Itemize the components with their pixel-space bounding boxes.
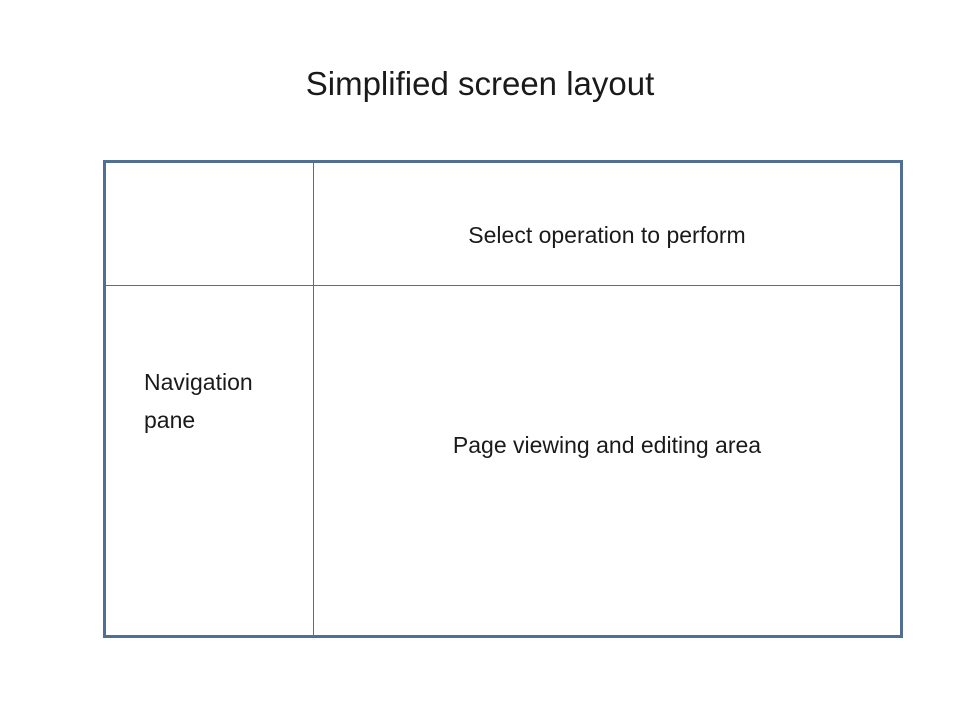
screen-layout-frame: Select operation to perform Navigation p… xyxy=(103,160,903,638)
horizontal-divider xyxy=(106,285,900,286)
editing-area-label: Page viewing and editing area xyxy=(452,432,762,458)
vertical-divider xyxy=(313,163,314,635)
diagram-title: Simplified screen layout xyxy=(305,65,655,102)
navigation-pane-label: Navigation pane xyxy=(144,369,253,433)
operation-region-label: Select operation to perform xyxy=(468,222,746,248)
